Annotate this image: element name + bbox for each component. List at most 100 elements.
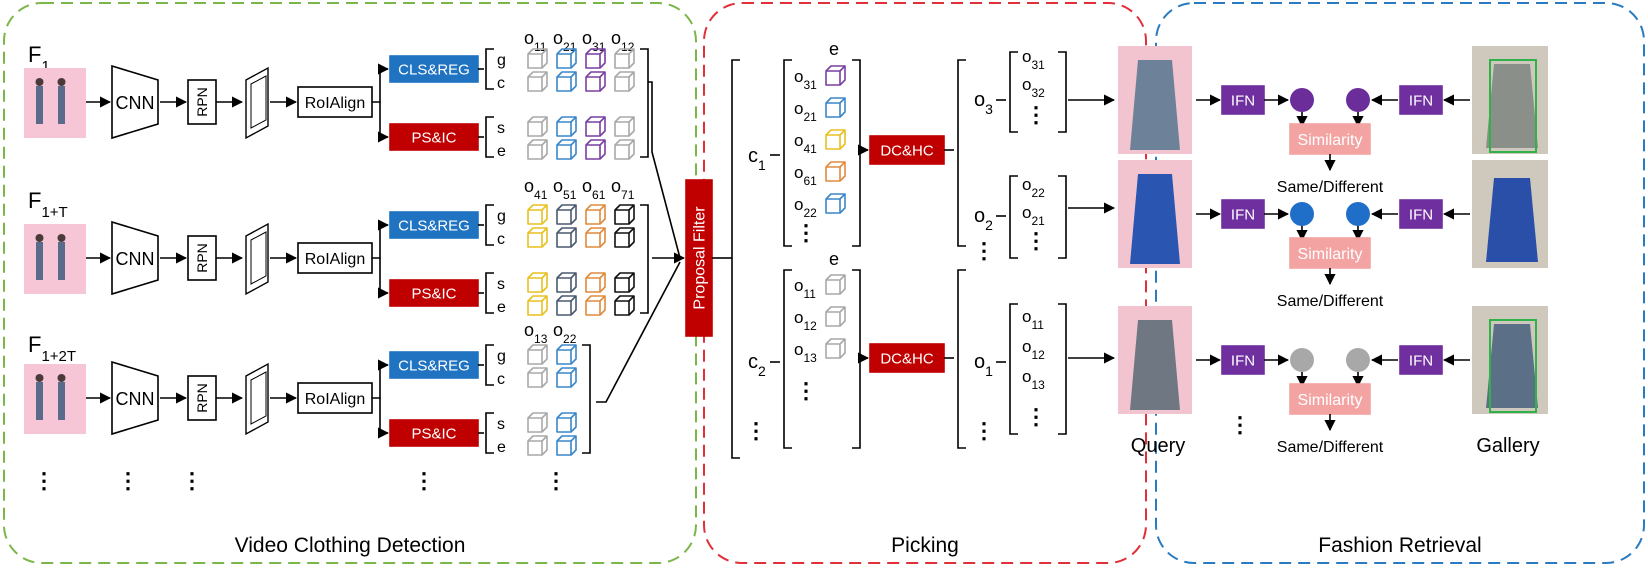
cluster-1-item-base: o xyxy=(794,99,803,118)
cluster-1-item-sub: 41 xyxy=(803,142,817,156)
gallery-label: Gallery xyxy=(1476,435,1539,457)
frame-thumbnail xyxy=(24,364,86,434)
proposal-cube xyxy=(527,344,548,365)
object-item: o21 xyxy=(1022,203,1045,228)
ifn-block-gallery-label: IFN xyxy=(1409,352,1433,369)
roialign-block: RoIAlign xyxy=(297,382,373,414)
detection-title: Video Clothing Detection xyxy=(235,534,466,557)
frame-label: F1+2T xyxy=(28,332,76,365)
proposal-filter-block-label: Proposal Filter xyxy=(692,206,709,310)
cluster-1-head: e xyxy=(829,39,839,59)
frame-thumbnail-bg xyxy=(24,68,86,138)
proposal-cube-edges xyxy=(614,227,635,248)
clsreg-block: CLS&REG xyxy=(389,211,479,239)
object-item-sub: 21 xyxy=(1031,214,1045,228)
proposal-cube-front xyxy=(556,372,572,388)
proposal-cube-edges xyxy=(556,412,577,433)
retrieval-title: Fashion Retrieval xyxy=(1318,534,1481,557)
query-label: Query xyxy=(1131,435,1185,457)
object-label-base: o xyxy=(974,351,985,373)
proposal-cube-front xyxy=(527,121,543,137)
cluster-1-ellipsis: ⋮ xyxy=(795,220,817,245)
proposal-header-base: o xyxy=(553,28,563,48)
cluster-1-brace xyxy=(783,59,792,247)
object-label: o1 xyxy=(974,351,993,379)
object-right-brace xyxy=(1058,303,1067,435)
proposal-cube-edges xyxy=(585,48,606,69)
gallery-garment xyxy=(1486,324,1538,408)
se-brace xyxy=(485,412,494,454)
proposal-header: o13 xyxy=(524,320,548,346)
proposal-cube-front xyxy=(527,277,543,293)
proposal-header-base: o xyxy=(524,176,534,196)
frame-thumbnail-figure xyxy=(36,242,43,280)
gc-brace xyxy=(485,48,494,90)
object-label-sub: 2 xyxy=(985,217,993,233)
dchc-block-1-box xyxy=(869,135,945,165)
proposal-brace xyxy=(640,48,649,158)
cluster-1-cube-edges xyxy=(825,65,846,86)
cluster-2-item: o12 xyxy=(794,308,817,333)
cluster-2-item-base: o xyxy=(794,340,803,359)
gallery-feature xyxy=(1346,88,1370,112)
frame-thumbnail-figure xyxy=(36,382,43,420)
object-label-sub: 3 xyxy=(985,101,993,117)
clsreg-block-label: CLS&REG xyxy=(398,61,470,78)
proposal-cube-edges xyxy=(527,116,548,137)
ifn-block-gallery-box xyxy=(1399,85,1443,115)
proposal-cube-front xyxy=(556,209,572,225)
proposal-cube-front xyxy=(527,144,543,160)
proposal-cube-edges xyxy=(527,71,548,92)
proposal-cube xyxy=(614,272,635,293)
object-item-sub: 12 xyxy=(1031,348,1045,362)
proposal-header: o12 xyxy=(611,28,635,54)
proposal-cube xyxy=(585,48,606,69)
proposal-cube xyxy=(527,204,548,225)
cluster-1-right-brace xyxy=(852,59,861,247)
similarity-block: Similarity xyxy=(1289,237,1371,269)
query-feature xyxy=(1290,202,1314,226)
object-item-base: o xyxy=(1022,367,1031,386)
psic-block-box xyxy=(389,279,479,307)
to-filter-3 xyxy=(596,261,681,403)
same-different-label: Same/Different xyxy=(1277,179,1384,196)
branch-label: g xyxy=(497,52,506,69)
query-feature xyxy=(1290,88,1314,112)
fork-down xyxy=(377,398,390,439)
roialign-block-label: RoIAlign xyxy=(305,391,365,408)
retrieval-ellipsis: ⋮ xyxy=(1229,412,1251,437)
proposal-cube xyxy=(585,139,606,160)
clsreg-block: CLS&REG xyxy=(389,351,479,379)
cluster-2-cube-edges xyxy=(825,306,846,327)
rpn-block-box xyxy=(187,375,217,421)
proposal-cube xyxy=(527,272,548,293)
proposal-header-sub: 41 xyxy=(534,188,548,202)
proposal-cube-front xyxy=(556,121,572,137)
ifn-block-gallery-label: IFN xyxy=(1409,92,1433,109)
proposal-cube-edges xyxy=(556,204,577,225)
proposal-cube-front xyxy=(585,232,601,248)
proposal-header-sub: 12 xyxy=(621,40,635,54)
frame-label: F1+T xyxy=(28,188,68,221)
roialign-block-label: RoIAlign xyxy=(305,251,365,268)
clsreg-block-box xyxy=(389,55,479,83)
cluster-2-brace xyxy=(783,269,792,449)
cluster-2-item-sub: 13 xyxy=(803,351,817,365)
proposal-cube-edges xyxy=(556,344,577,365)
cluster-1-item-base: o xyxy=(794,131,803,150)
similarity-block-box xyxy=(1289,237,1371,269)
proposal-cube xyxy=(556,272,577,293)
proposal-cube-edges xyxy=(556,139,577,160)
proposal-cube xyxy=(527,71,548,92)
frame-thumbnail-bg xyxy=(24,364,86,434)
query-garment xyxy=(1130,320,1180,410)
proposal-cube-front xyxy=(556,76,572,92)
fork-up xyxy=(372,63,390,103)
cluster-1-cube-front xyxy=(825,166,841,182)
object-item-sub: 22 xyxy=(1031,186,1045,200)
proposal-cube-front xyxy=(556,277,572,293)
object-brace xyxy=(1009,303,1018,435)
similarity-block-box xyxy=(1289,383,1371,415)
cluster-1-item: o41 xyxy=(794,131,817,156)
